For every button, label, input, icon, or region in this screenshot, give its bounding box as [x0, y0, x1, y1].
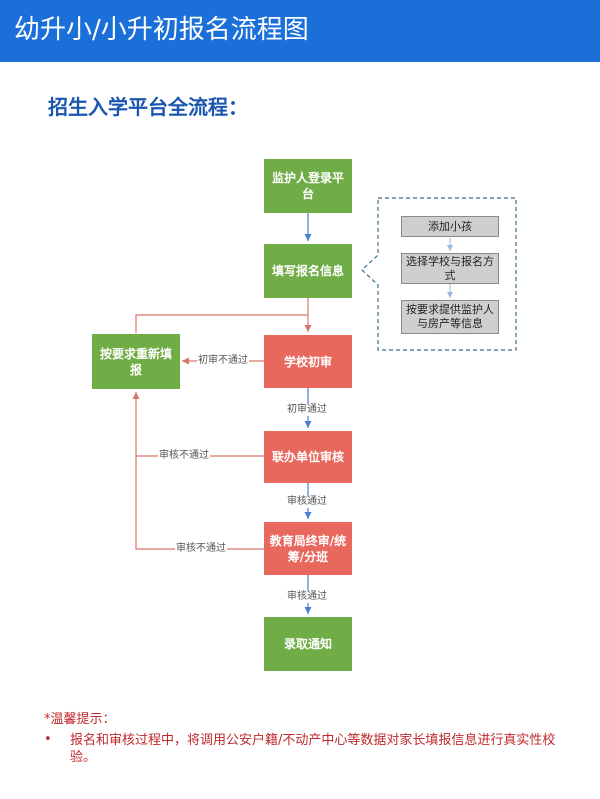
- label-review-fail-2: 审核不通过: [175, 543, 227, 555]
- label-review-pass-2: 审核通过: [286, 591, 328, 603]
- node-fill-label: 填写报名信息: [271, 264, 344, 278]
- substep-provide-info-label: 按要求提供监护人与房产等信息: [406, 303, 494, 330]
- substep-choose-school: 选择学校与报名方式: [401, 253, 499, 284]
- edge-joint-fail: [132, 392, 264, 457]
- header-bar: 幼升小/小升初报名流程图: [0, 0, 600, 62]
- label-review-fail-1: 审核不通过: [158, 450, 210, 462]
- edge-final-fail: [135, 456, 264, 550]
- label-initial-pass: 初审通过: [286, 404, 328, 416]
- node-final-review: 教育局终审/统筹/分班: [264, 522, 352, 575]
- page-title: 幼升小/小升初报名流程图: [14, 15, 309, 45]
- node-final-review-label: 教育局终审/统筹/分班: [269, 533, 347, 564]
- substep-provide-info: 按要求提供监护人与房产等信息: [401, 300, 499, 334]
- node-joint-review-label: 联办单位审核: [271, 450, 344, 464]
- node-admission-label: 录取通知: [283, 637, 332, 651]
- node-initial-review-label: 学校初审: [283, 354, 332, 369]
- label-review-pass-1: 审核通过: [286, 496, 328, 508]
- notes-text: 报名和审核过程中，将调用公安户籍/不动产中心等数据对家长填报信息进行真实性校验。: [70, 733, 556, 765]
- edge-resubmit-fill: [135, 314, 308, 333]
- notes-title: *温馨提示：: [44, 712, 116, 727]
- substeps-dashed-frame: [361, 197, 517, 351]
- section-title: 招生入学平台全流程：: [48, 95, 248, 119]
- node-initial-review: 学校初审: [264, 335, 352, 388]
- notes-bullet: •: [44, 732, 52, 747]
- label-initial-fail: 初审不通过: [197, 355, 249, 367]
- node-login: 监护人登录平台: [264, 159, 352, 213]
- substep-add-child-label: 添加小孩: [428, 219, 472, 233]
- node-joint-review: 联办单位审核: [264, 431, 352, 483]
- node-fill-info: 填写报名信息: [264, 244, 352, 298]
- node-login-label: 监护人登录平台: [271, 171, 344, 201]
- node-resubmit-label: 按要求重新填报: [99, 346, 172, 377]
- substep-choose-school-label: 选择学校与报名方式: [406, 254, 494, 282]
- node-resubmit: 按要求重新填报: [92, 334, 180, 389]
- node-admission: 录取通知: [264, 617, 352, 671]
- substep-add-child: 添加小孩: [401, 216, 499, 237]
